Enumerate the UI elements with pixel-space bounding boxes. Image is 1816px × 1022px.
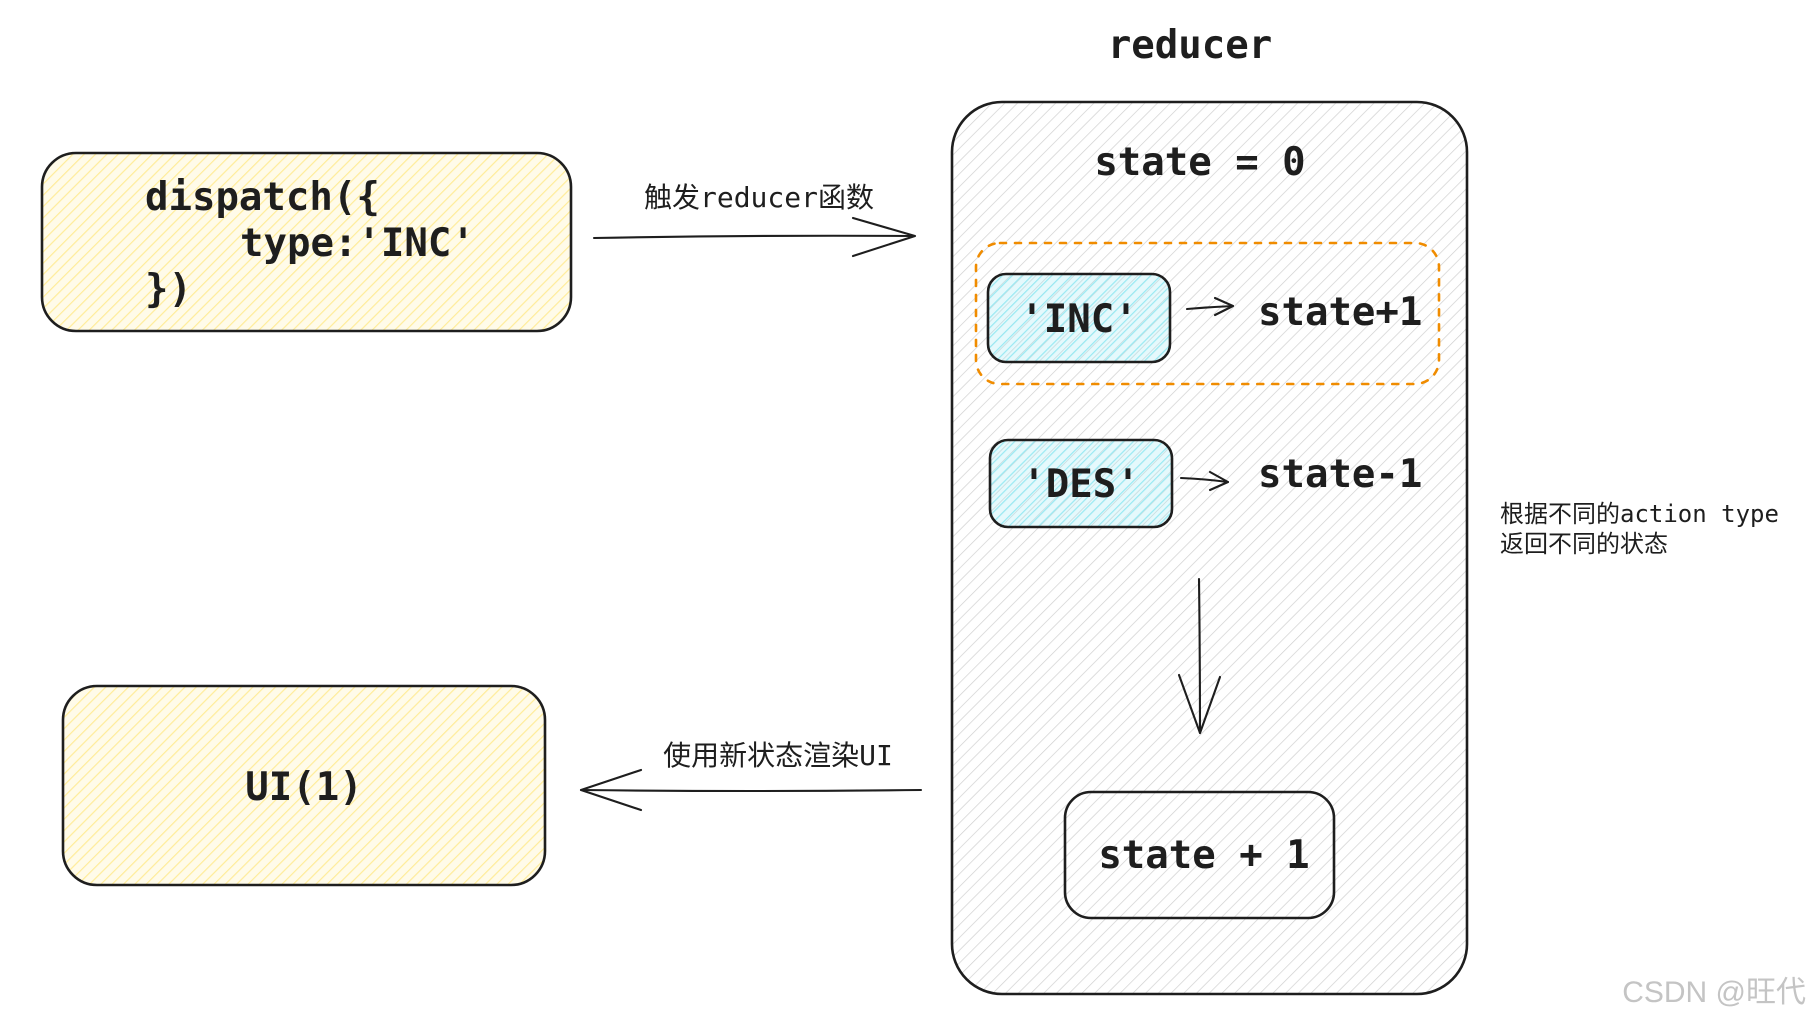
output-state-border <box>1063 790 1336 920</box>
arrow-reducer-to-ui: 使用新状态渲染UI <box>579 739 923 812</box>
reducer-box-border <box>950 100 1469 996</box>
case-des-result: state-1 <box>1258 452 1422 497</box>
initial-state: state = 0 <box>1094 140 1305 185</box>
arrow-to-output <box>1177 577 1222 735</box>
arrow-reducer-to-ui-head <box>579 768 643 812</box>
case-inc: 'INC' state+1 <box>986 272 1422 364</box>
matched-case-highlight <box>974 241 1441 386</box>
side-note-line-2: 返回不同的状态 <box>1500 530 1668 558</box>
dispatch-line-3: }) <box>145 267 192 312</box>
arrow-to-output-head <box>1177 673 1222 735</box>
reducer-title: reducer <box>1108 23 1272 68</box>
arrow-reducer-to-ui-label: 使用新状态渲染UI <box>663 739 893 772</box>
arrow-to-output-shaft <box>1197 577 1202 735</box>
case-inc-arrow-shaft <box>1185 304 1235 311</box>
case-inc-arrow-head <box>1213 296 1235 317</box>
dispatch-line-1: dispatch({ <box>145 175 380 220</box>
case-des-action: 'DES' <box>1022 462 1139 507</box>
ui-box-border <box>61 684 547 887</box>
dispatch-box-shape <box>42 153 571 331</box>
ui-box-label: UI(1) <box>245 765 362 810</box>
side-note: 根据不同的action type 返回不同的状态 <box>1500 500 1779 558</box>
arrow-dispatch-to-reducer-shaft <box>592 234 915 240</box>
side-note-line-1: 根据不同的action type <box>1500 500 1779 528</box>
arrow-dispatch-to-reducer-label: 触发reducer函数 <box>644 181 874 214</box>
dispatch-box-border <box>40 151 573 333</box>
arrow-dispatch-to-reducer-head <box>851 216 917 258</box>
arrow-dispatch-to-reducer: 触发reducer函数 <box>592 181 917 258</box>
case-inc-action: 'INC' <box>1020 297 1137 342</box>
case-des-arrow-head <box>1208 470 1230 492</box>
watermark: CSDN @旺代 <box>1622 976 1806 1009</box>
case-des-arrow-shaft <box>1179 476 1230 484</box>
ui-box: UI(1) <box>61 684 547 887</box>
case-des: 'DES' state-1 <box>988 438 1422 529</box>
case-des-border <box>988 438 1174 529</box>
dispatch-box: dispatch({ type:'INC' }) <box>40 151 573 333</box>
case-inc-border <box>986 272 1172 364</box>
arrow-reducer-to-ui-shaft <box>579 788 923 793</box>
case-inc-result: state+1 <box>1258 290 1422 335</box>
output-state-text: state + 1 <box>1098 833 1309 878</box>
ui-box-shape <box>63 686 545 885</box>
reducer-box: state = 0 'INC' state+1 'DES' state-1 <box>950 100 1469 996</box>
case-des-box <box>990 440 1172 527</box>
dispatch-line-2: type:'INC' <box>240 221 475 266</box>
output-state-box: state + 1 <box>1063 790 1336 920</box>
case-inc-box <box>988 274 1170 362</box>
